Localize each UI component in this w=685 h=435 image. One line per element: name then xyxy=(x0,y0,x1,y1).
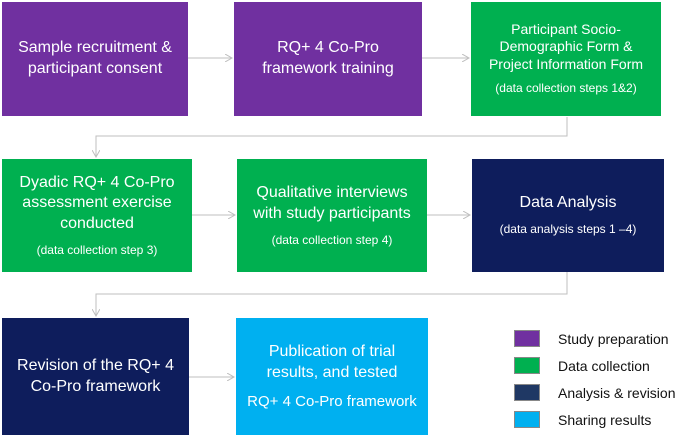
box-qualitative-interviews-step: (data collection step 4) xyxy=(271,232,393,247)
legend-label-data-collection: Data collection xyxy=(558,357,650,374)
box-participant-forms-text: Participant Socio-Demographic Form & Pro… xyxy=(488,20,644,72)
box-participant-forms-step: (data collection steps 1&2) xyxy=(495,81,637,96)
box-sample-recruitment-text: Sample recruitment & participant consent xyxy=(18,39,172,77)
legend-swatch-sharing-results xyxy=(514,411,540,428)
legend-swatch-analysis-revision xyxy=(514,384,540,401)
box-publication: Publication of trial results, and tested… xyxy=(236,318,428,435)
legend-label-analysis-revision: Analysis & revision xyxy=(558,384,676,401)
legend-item-analysis-revision: Analysis & revision xyxy=(514,384,676,401)
box-publication-text: Publication of trial results, and tested xyxy=(266,342,398,381)
box-framework-revision: Revision of the RQ+ 4 Co-Pro framework xyxy=(2,318,189,435)
box-sample-recruitment: Sample recruitment & participant consent xyxy=(2,2,188,116)
box-qualitative-interviews-text: Qualitative interviews with study partic… xyxy=(253,183,411,222)
legend-label-sharing-results: Sharing results xyxy=(558,411,652,428)
legend-swatch-data-collection xyxy=(514,357,540,374)
box-framework-training-text: RQ+ 4 Co-Pro framework training xyxy=(262,39,394,77)
box-data-analysis: Data Analysis (data analysis steps 1 –4) xyxy=(472,159,664,272)
box-framework-training: RQ+ 4 Co-Pro framework training xyxy=(234,2,422,116)
arrow-forms-to-dyadic xyxy=(96,117,568,157)
legend-item-data-collection: Data collection xyxy=(514,357,650,374)
box-dyadic-assessment-text: Dyadic RQ+ 4 Co-Pro assessment exercise … xyxy=(19,173,175,233)
box-dyadic-assessment-step: (data collection step 3) xyxy=(36,242,158,257)
box-data-analysis-step: (data analysis steps 1 –4) xyxy=(499,222,637,237)
legend-item-sharing-results: Sharing results xyxy=(514,411,651,428)
box-dyadic-assessment: Dyadic RQ+ 4 Co-Pro assessment exercise … xyxy=(2,159,192,272)
box-participant-forms: Participant Socio-Demographic Form & Pro… xyxy=(471,2,661,116)
legend-swatch-study-preparation xyxy=(514,330,540,347)
legend-item-study-preparation: Study preparation xyxy=(514,330,669,347)
arrow-analysis-to-revision xyxy=(96,272,568,316)
box-data-analysis-text: Data Analysis xyxy=(519,194,617,212)
box-qualitative-interviews: Qualitative interviews with study partic… xyxy=(237,159,427,272)
box-publication-subtext: RQ+ 4 Co-Pro framework xyxy=(247,392,417,410)
legend-label-study-preparation: Study preparation xyxy=(558,330,669,347)
box-framework-revision-text: Revision of the RQ+ 4 Co-Pro framework xyxy=(17,356,174,395)
